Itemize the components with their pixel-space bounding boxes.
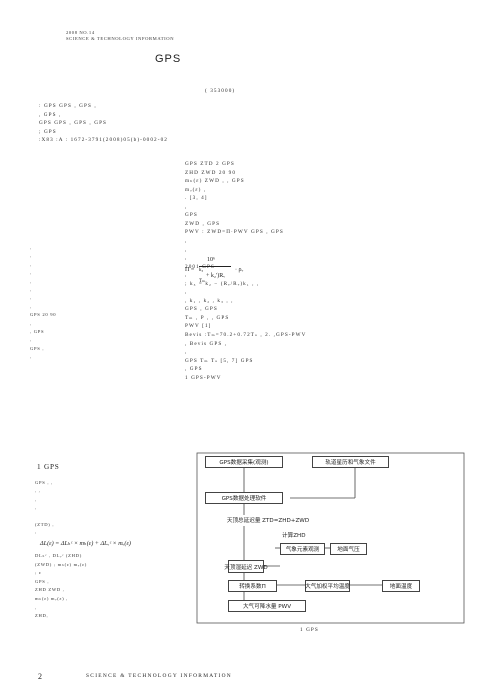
right-column-line: PWV : ZWD=Π·PWV GPS , GPS — [185, 229, 284, 236]
right-column-line: , — [185, 272, 188, 279]
footer-journal: SCIENCE & TECHNOLOGY INFORMATION — [86, 673, 232, 679]
section-1-line: GPS , , — [35, 480, 53, 485]
right-column-line: PWV [1] — [185, 323, 212, 330]
section-1b-line: DLₕᶜ , DLᵥᶜ (ZHD) — [35, 553, 82, 558]
right-column-line: , Bevis GPS , — [185, 340, 228, 347]
right-column-line: , k₁ , k₂ , k₃ , , — [185, 297, 234, 304]
equation-delay: ΔL(ε) = ΔLₕᶜ × mₕ(ε) + ΔLᵥᶜ × mᵥ(ε) — [40, 540, 131, 547]
fraction-bar — [199, 266, 231, 267]
flowchart-frame — [196, 452, 465, 624]
right-column-line: , — [185, 203, 188, 210]
right-column-line: ZHD ZWD 20 90 — [185, 169, 237, 176]
formula-pi-numerator: 10⁶ — [207, 257, 216, 263]
section-1b-line: (ZWD) ; mₕ(ε) mᵥ(ε) — [35, 561, 88, 567]
section-1-line: (ZTD) , — [35, 522, 55, 527]
section-1-line: , — [35, 496, 37, 502]
left-column-line: , GPS — [30, 329, 45, 334]
right-column-line: 1 GPS-PWV — [185, 374, 222, 381]
figure-caption: 1 GPS — [300, 627, 319, 633]
right-column-line: GPS ZTD 2 GPS — [185, 161, 235, 167]
left-column-line: , — [30, 261, 32, 267]
right-column-line: , — [185, 246, 188, 253]
section-1-line: : — [35, 530, 37, 536]
section-1b-line: ZHD, — [35, 613, 49, 619]
section-1-line: , , — [35, 488, 41, 494]
right-column-line: Bevis :Tₘ=70.2+0.72Tₛ , 2. ,GPS-PWV — [185, 332, 307, 338]
left-column-line: , — [30, 354, 32, 360]
page-number: 2 — [38, 672, 42, 681]
right-column-line: mₔ(ε) , — [185, 186, 207, 193]
right-column-line: , — [185, 255, 188, 262]
right-column-line: , — [185, 289, 188, 296]
box-ephemeris-files: 轨道星历和气象文件 — [312, 456, 389, 468]
section-1b-line: , — [35, 604, 37, 610]
left-column-line: , — [30, 287, 32, 292]
box-conversion-factor: 转换系数Π — [228, 580, 277, 592]
section-1b-line: GPS , — [35, 578, 50, 584]
abstract-line: : GPS GPS , GPS , — [39, 103, 97, 109]
left-column-line: , — [30, 337, 32, 343]
box-processing-software: GPS数据处理软件 — [205, 492, 283, 504]
right-column-line: GPS Tₘ Tₛ [5, 7] GPS — [185, 357, 254, 364]
formula-pi-den-bottom: Tₘ — [199, 279, 206, 284]
left-column-line: , — [30, 270, 32, 276]
left-column-line: , — [30, 278, 32, 284]
right-column-line: ; k₃ = k₂ − (Rₑ/Rᵥ)k₁ , , — [185, 280, 260, 287]
box-gps-observation: GPS数据采集(观测) — [205, 456, 283, 468]
abstract-line: ; GPS — [39, 128, 57, 135]
left-column-line: , — [30, 303, 32, 309]
left-column-line: , — [30, 253, 32, 259]
box-ztd: 天顶总延迟量 ZTD=ZHD+ZWD — [212, 515, 324, 525]
box-pwv: 大气可降水量 PWV — [228, 600, 306, 612]
section-1b-line: ; ε — [35, 570, 42, 576]
formula-pi-lhs: Π = — [185, 267, 195, 273]
left-column-line: , — [30, 295, 32, 301]
abstract-line: GPS GPS , GPS , GPS — [39, 120, 108, 127]
formula-pi-rho: · ρᵥ — [235, 267, 244, 273]
right-column-line: , GPS — [185, 366, 203, 373]
issue-label: 2008 NO.14 — [66, 30, 95, 35]
right-column-line: Tₘ , P , , GPS — [185, 314, 230, 321]
left-column-line: , — [30, 245, 32, 250]
page-title: GPS — [155, 53, 182, 65]
right-column-line: , — [185, 349, 188, 356]
abstract-line: , GPS , — [39, 111, 62, 118]
formula-pi-den-rest: + k₂′)Rᵥ — [206, 273, 226, 279]
abstract-line: :X83 :A : 1672-3791(2008)05(b)-0002-02 — [39, 137, 168, 144]
label-compute-zhd: 计算ZHD — [282, 533, 306, 539]
affiliation: ( 353000) — [205, 88, 236, 94]
section-1b-line: ZHD ZWD , — [35, 587, 65, 593]
left-column-line: GPS 20 90 — [30, 312, 57, 318]
journal-header: SCIENCE & TECHNOLOGY INFORMATION — [66, 36, 175, 41]
right-column-line: ZWD , GPS — [185, 220, 221, 227]
right-column-line: GPS , GPS — [185, 306, 218, 313]
section-1-line: , — [35, 505, 37, 511]
section-1-heading: 1 GPS — [37, 463, 60, 471]
right-column-line: mₕ(ε) ZWD , , GPS — [185, 178, 245, 185]
left-column-line: , — [30, 320, 32, 326]
box-zwd: 天顶湿延迟 ZWD — [224, 560, 268, 573]
box-mean-temperature: 大气加权平均温度 — [305, 580, 350, 592]
right-column-line: . [3, 4] — [185, 195, 208, 202]
left-column-line: GPS , — [30, 345, 45, 351]
right-column-line: , — [185, 237, 188, 244]
box-surface-temperature: 地面温度 — [382, 580, 420, 592]
right-column-line: GPS — [185, 212, 198, 219]
box-meteo-observation: 气象元素观测 — [280, 543, 325, 555]
section-1b-line: mₕ(ε) mᵥ(ε) , — [35, 596, 69, 601]
box-surface-pressure: 地面气压 — [330, 543, 367, 555]
formula-pi-den-top: k₃ — [199, 268, 204, 273]
